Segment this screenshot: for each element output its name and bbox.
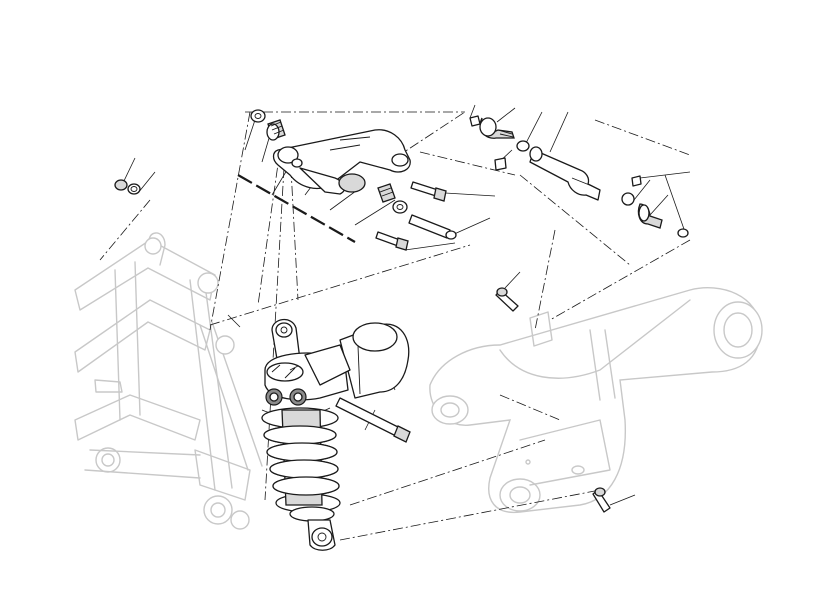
rocker-bearings (250, 109, 408, 214)
tie-rod (469, 115, 689, 238)
shock-absorber (261, 318, 410, 551)
rocker-bolts (375, 181, 457, 251)
frame-ghost (74, 232, 263, 530)
reservoir (339, 322, 410, 399)
shock-bolt (335, 397, 411, 443)
swingarm-bolts (495, 287, 611, 513)
swingarm-ghost (429, 287, 763, 514)
spring (261, 407, 341, 513)
washers-left (114, 179, 141, 195)
rocker-linkage (272, 129, 411, 195)
